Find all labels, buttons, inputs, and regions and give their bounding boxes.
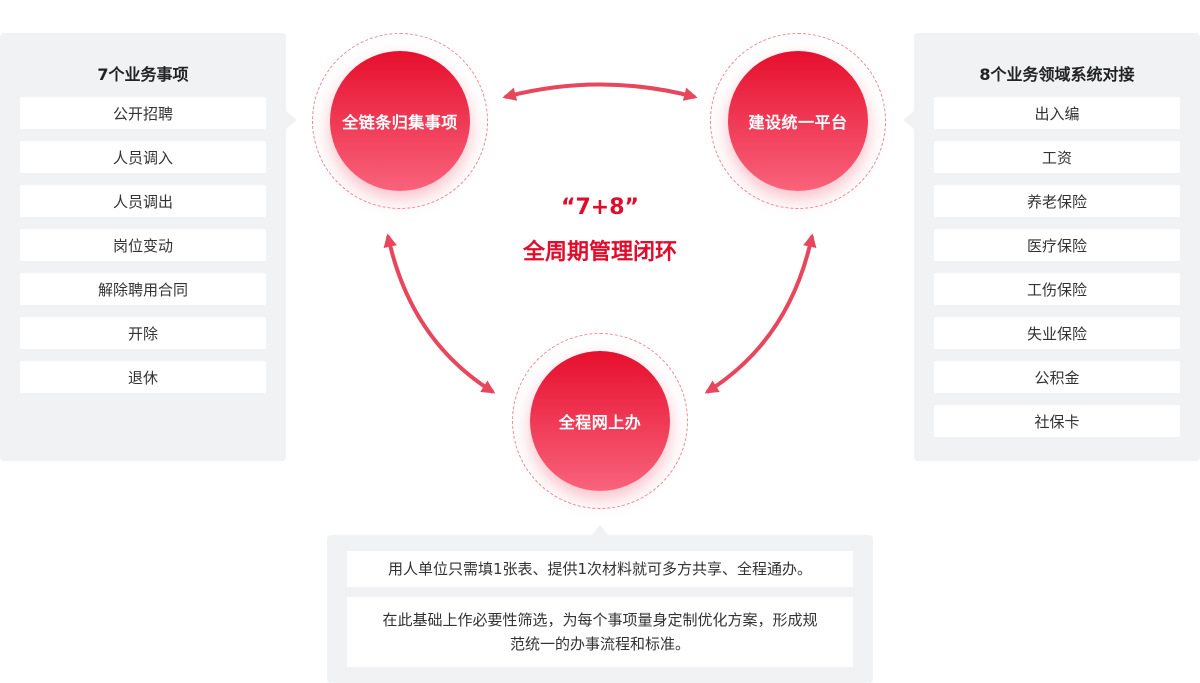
list-item: 公开招聘 — [20, 97, 266, 129]
list-item: 开除 — [20, 317, 266, 349]
arrow-top — [502, 82, 698, 101]
list-item: 人员调入 — [20, 141, 266, 173]
bottom-text-2: 在此基础上作必要性筛选，为每个事项量身定制优化方案，形成规范统一的办事流程和标准… — [347, 597, 853, 667]
list-item: 人员调出 — [20, 185, 266, 217]
left-panel-pointer — [286, 111, 297, 129]
bottom-panel: 用人单位只需填1张表、提供1次材料就可多方共享、全程通办。 在此基础上作必要性筛… — [327, 535, 873, 683]
right-panel-title: 8个业务领域系统对接 — [979, 65, 1135, 84]
list-item: 失业保险 — [934, 317, 1180, 349]
right-panel-pointer — [903, 111, 914, 129]
arrow-right — [704, 233, 817, 394]
list-item: 解除聘用合同 — [20, 273, 266, 305]
center-label-top: “7+8” — [561, 195, 639, 220]
node-ring-bottom — [512, 333, 688, 509]
list-item: 出入编 — [934, 97, 1180, 129]
left-panel: 7个业务事项 公开招聘 人员调入 人员调出 岗位变动 解除聘用合同 开除 退休 — [0, 33, 286, 461]
list-item: 公积金 — [934, 361, 1180, 393]
node-full-chain: 全链条归集事项 — [330, 51, 470, 191]
node-unified-platform: 建设统一平台 — [728, 51, 868, 191]
node-online-process: 全程网上办 — [530, 351, 670, 491]
bottom-panel-pointer — [591, 525, 609, 536]
node-ring-top-left — [312, 33, 488, 209]
list-item: 退休 — [20, 361, 266, 393]
list-item: 岗位变动 — [20, 229, 266, 261]
right-panel: 8个业务领域系统对接 出入编 工资 养老保险 医疗保险 工伤保险 失业保险 公积… — [914, 33, 1200, 461]
node-ring-top-right — [710, 33, 886, 209]
left-panel-title: 7个业务事项 — [97, 65, 189, 84]
center-label-bottom: 全周期管理闭环 — [522, 240, 677, 265]
list-item: 养老保险 — [934, 185, 1180, 217]
list-item: 工资 — [934, 141, 1180, 173]
bottom-text-1: 用人单位只需填1张表、提供1次材料就可多方共享、全程通办。 — [347, 551, 853, 587]
list-item: 医疗保险 — [934, 229, 1180, 261]
list-item: 工伤保险 — [934, 273, 1180, 305]
list-item: 社保卡 — [934, 405, 1180, 437]
arrow-left — [383, 233, 496, 394]
